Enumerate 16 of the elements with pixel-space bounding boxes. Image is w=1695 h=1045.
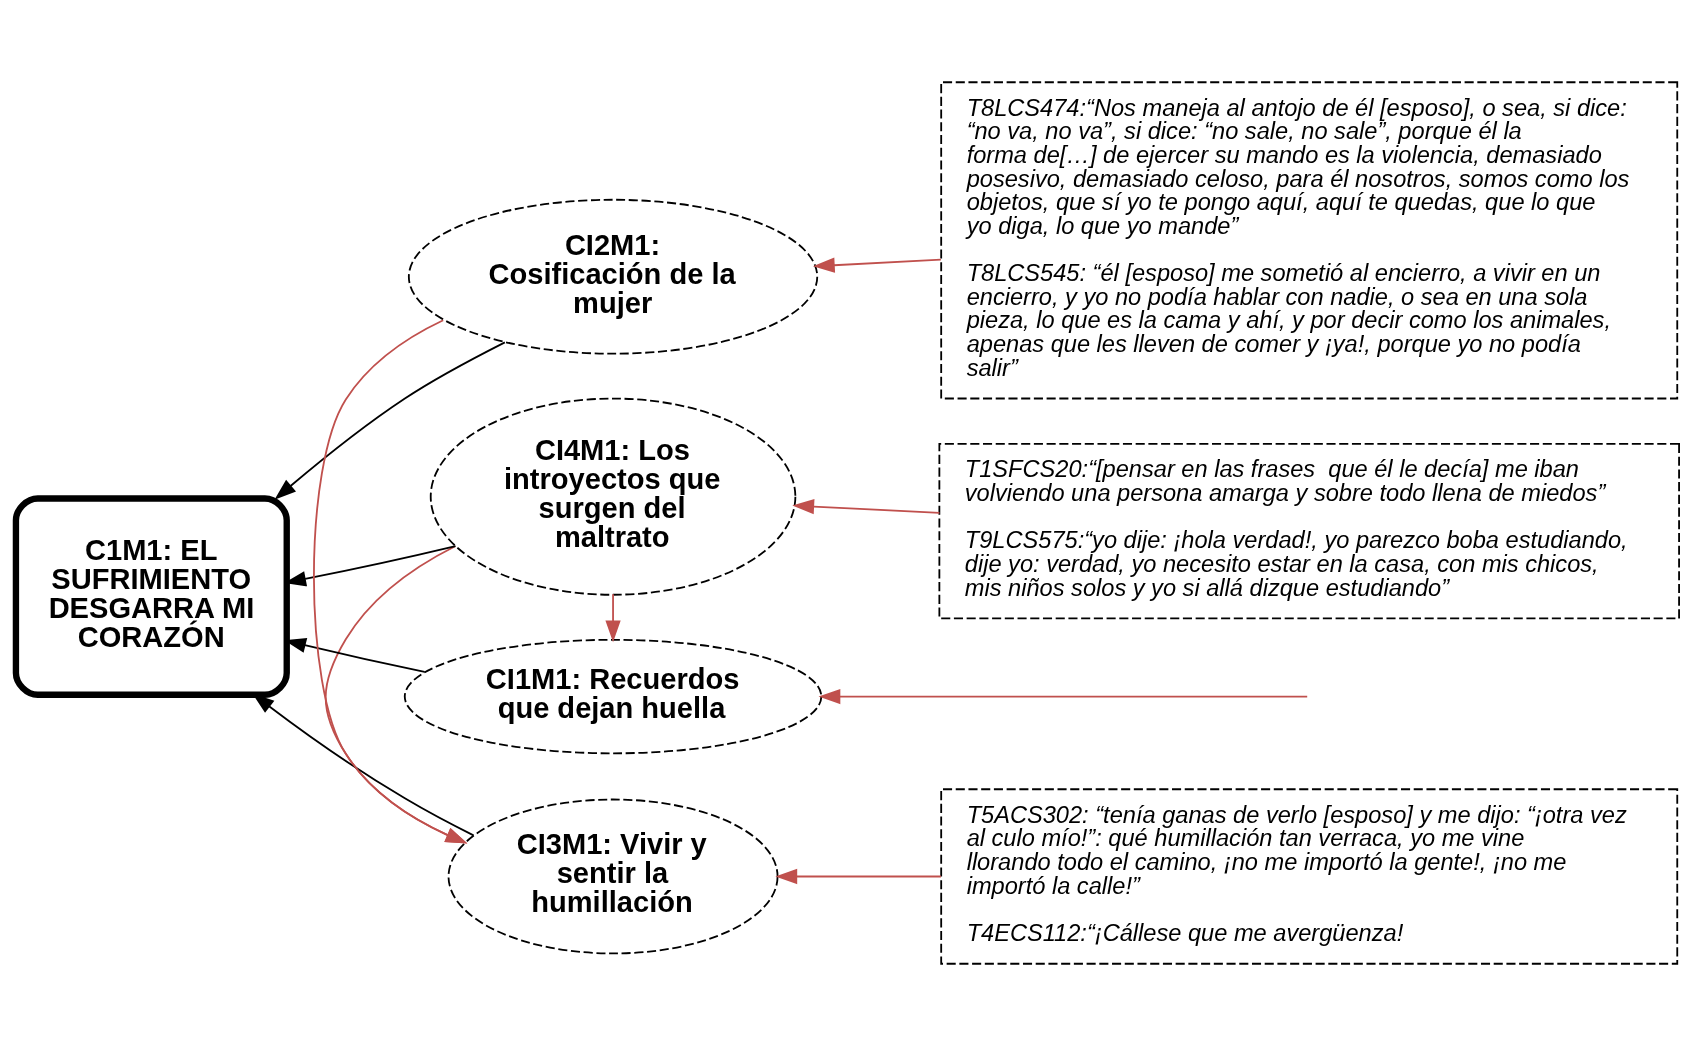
arrow <box>792 498 941 514</box>
arrow <box>775 868 942 884</box>
node-ellipse: CI4M1: Los introyectos que surgen del maltrato <box>429 397 797 596</box>
node-ellipse: CI2M1: Cosificación de la mujer <box>407 198 819 355</box>
arrow <box>274 340 506 500</box>
arrow <box>313 318 468 843</box>
arrow <box>324 544 468 843</box>
node-ellipse: CI1M1: Recuerdos que dejan huella <box>403 638 823 754</box>
node-box: T8LCS474:“Nos maneja al antojo de él [esposo], o sea, si dice: “no va, no va”, si dice: “no sale, no sale”, porque él la forma de[…] de ejercer su mando es la violencia, demasiado posesivo, demasiado celoso, para él nosotros, somos como los objetos, que sí yo te pongo aquí, aquí te quedas, que lo que yo diga, lo que yo mande” T8LCS545: “él [esposo] me sometió al encierro, a vivir en un encierro, y yo no podía hablar con nadie, o sea en una sola pieza, lo que es la cama y ahí, y por decir como los animales, apenas que les lleven de comer y ¡ya!, porque yo no podía salir” <box>940 80 1679 399</box>
arrow <box>818 688 1309 704</box>
node-box: C1M1: EL SUFRIMIENTO DESGARRA MI CORAZÓN <box>12 494 290 698</box>
arrow <box>812 257 942 273</box>
arrow <box>605 592 621 642</box>
node-box: T1SFCS20:“[pensar en las frases que él le decía] me iban volviendo una persona amarga y sobre todo llena de miedos” T9LCS575:“yo dije: ¡hola verdad!, yo parezco boba estudiando, dije yo: verdad, yo necesito estar en la casa, con mis chicos, mis niños solos y yo si allá dizque estudiando” <box>938 442 1680 619</box>
node-ellipse: CI3M1: Vivir y sentir la humillación <box>447 798 779 954</box>
node-box: T5ACS302: “tenía ganas de verlo [esposo] y me dijo: “¡otra vez al culo mío!”: qué humillación tan verraca, yo me vine llorando todo el camino, ¡no me importó la gente!, ¡no me importó la calle!” T4ECS112:“¡Cállese que me avergüenza! <box>940 787 1679 965</box>
